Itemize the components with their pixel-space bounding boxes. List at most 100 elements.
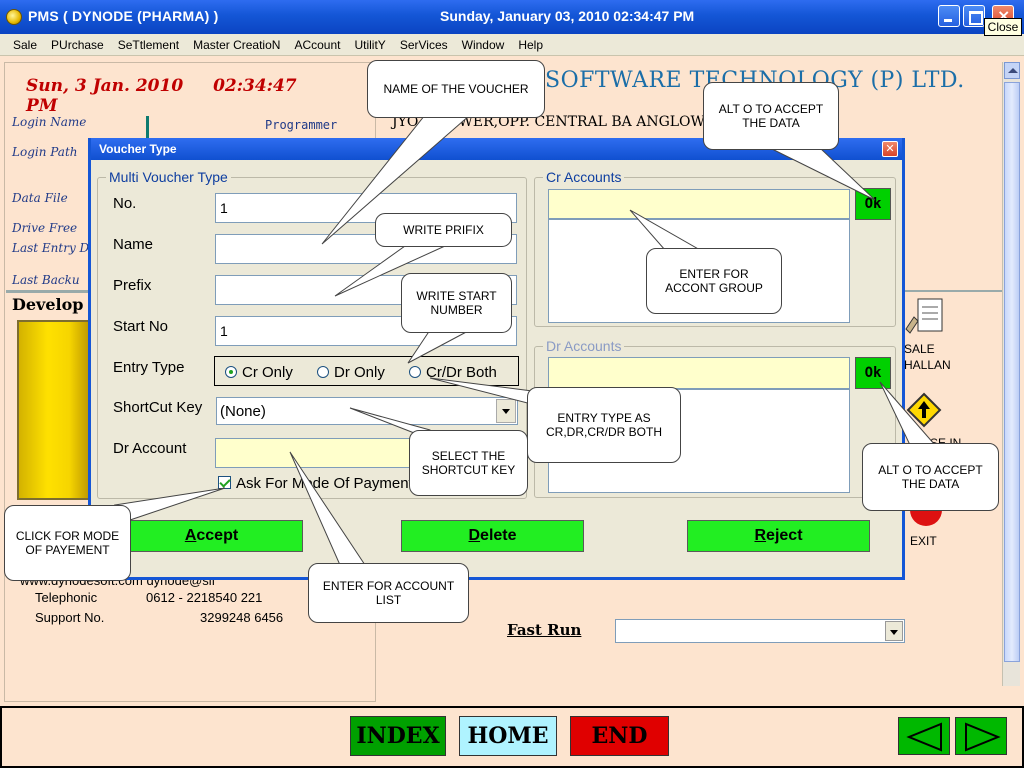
exit-label[interactable]: EXIT [910, 534, 937, 548]
login-path-label: Login Path [12, 145, 78, 159]
developer-heading: Develop [12, 295, 84, 314]
fast-run-select[interactable] [615, 619, 905, 643]
shortcut-key-select[interactable]: (None) [216, 397, 518, 425]
radio-dr-only[interactable]: Dr Only [317, 364, 385, 381]
maximize-button[interactable] [963, 5, 985, 27]
login-name-label: Login Name [12, 115, 87, 129]
menu-master-creation[interactable]: Master CreatioN [193, 38, 281, 52]
index-button[interactable]: INDEX [350, 716, 446, 756]
no-label: No. [113, 195, 137, 212]
menu-sale[interactable]: Sale [13, 38, 38, 52]
telephonic-value: 0612 - 2218540 221 [146, 590, 263, 605]
menu-account[interactable]: ACcount [294, 38, 341, 52]
entry-type-label: Entry Type [113, 359, 185, 376]
dialog-title-bar: Voucher Type ✕ [91, 138, 902, 160]
previous-button[interactable] [898, 717, 950, 755]
sale-challan-label-2[interactable]: HALLAN [904, 358, 951, 372]
dr-account-group-field[interactable] [548, 357, 850, 389]
dialog-title: Voucher Type [99, 142, 177, 156]
radio-selected-icon [225, 366, 237, 378]
current-time: 02:34:47 PM [26, 76, 297, 116]
radio-cr-only-label: Cr Only [242, 364, 293, 381]
accept-label: ccept [196, 527, 239, 544]
reject-label: eject [766, 527, 803, 544]
cr-account-field[interactable] [548, 189, 850, 219]
scroll-thumb[interactable] [1004, 82, 1020, 662]
fast-run-label: Fast Run [507, 621, 582, 639]
delete-button[interactable]: Delete [401, 520, 584, 552]
chevron-down-icon[interactable] [885, 621, 903, 641]
app-title: PMS ( DYNODE (PHARMA) ) [28, 8, 219, 24]
radio-icon [409, 366, 421, 378]
dr-ok-button[interactable]: Ok [855, 357, 891, 389]
title-clock: Sunday, January 03, 2010 02:34:47 PM [440, 8, 695, 24]
cr-accounts-group: Cr Accounts [534, 169, 896, 327]
notepad-icon[interactable] [904, 297, 948, 337]
dialog-close-button[interactable]: ✕ [882, 141, 898, 157]
dr-accounts-legend: Dr Accounts [543, 338, 625, 354]
menu-bar: Sale PUrchase SeTtlement Master CreatioN… [0, 34, 1024, 56]
start-no-label: Start No [113, 318, 169, 335]
drive-free-label: Drive Free [12, 221, 78, 235]
purchase-sign-icon[interactable] [906, 392, 942, 428]
checkbox-checked-icon [218, 476, 231, 489]
login-name-value: Programmer [265, 118, 338, 132]
callout-alt-o-cr: ALT O TO ACCEPT THE DATA [703, 82, 839, 150]
radio-icon [317, 366, 329, 378]
last-entry-label: Last Entry D [12, 241, 90, 255]
menu-help[interactable]: Help [518, 38, 543, 52]
cr-ok-button[interactable]: Ok [855, 188, 891, 220]
ask-mode-label: Ask For Mode Of Payment [236, 475, 413, 492]
menu-services[interactable]: SerVices [399, 38, 448, 52]
callout-account-list: ENTER FOR ACCOUNT LIST [308, 563, 469, 623]
callout-prefix: WRITE PRIFIX [375, 213, 512, 247]
title-bar: PMS ( DYNODE (PHARMA) ) Sunday, January … [0, 0, 1024, 34]
company-address: JYOTI TOWER,OPP. CENTRAL BA ANGLOW ROAD,… [392, 114, 762, 130]
accept-button[interactable]: Accept [120, 520, 303, 552]
menu-utility[interactable]: UtilitY [354, 38, 386, 52]
home-button[interactable]: HOME [459, 716, 557, 756]
sale-challan-label-1[interactable]: SALE [904, 342, 935, 356]
reject-button[interactable]: Reject [687, 520, 870, 552]
minimize-button[interactable] [938, 5, 960, 27]
dr-accounts-group: Dr Accounts [534, 338, 896, 498]
shortcut-key-label: ShortCut Key [113, 399, 203, 416]
radio-cr-dr-both-label: Cr/Dr Both [426, 364, 497, 381]
radio-cr-dr-both[interactable]: Cr/Dr Both [409, 364, 497, 381]
last-backup-label: Last Backu [12, 273, 80, 287]
vertical-scrollbar[interactable] [1002, 62, 1020, 686]
ask-mode-checkbox[interactable]: Ask For Mode Of Payment [218, 475, 413, 492]
next-button[interactable] [955, 717, 1007, 755]
prefix-label: Prefix [113, 277, 152, 294]
login-name-marker [146, 116, 149, 138]
dr-account-label: Dr Account [113, 440, 187, 457]
callout-mode-of-payment: CLICK FOR MODE OF PAYEMENT [4, 505, 131, 581]
date-time-display: Sun, 3 Jan. 2010 02:34:47 PM [6, 66, 374, 116]
multi-voucher-group: Multi Voucher Type [97, 169, 527, 499]
callout-start-number: WRITE START NUMBER [401, 273, 512, 333]
reject-hotkey: R [754, 527, 767, 544]
close-tooltip: Close [984, 18, 1022, 36]
cr-accounts-legend: Cr Accounts [543, 169, 625, 185]
scroll-up-icon[interactable] [1004, 62, 1020, 79]
telephonic-label: Telephonic [35, 590, 98, 605]
shortcut-key-value: (None) [220, 403, 266, 420]
callout-alt-o-dr: ALT O TO ACCEPT THE DATA [862, 443, 999, 511]
data-file-label: Data File [12, 191, 68, 205]
arrow-right-icon [965, 722, 1001, 752]
name-label: Name [113, 236, 154, 253]
menu-settlement[interactable]: SeTtlement [117, 38, 180, 52]
current-date: Sun, 3 Jan. 2010 [26, 76, 184, 96]
end-button[interactable]: END [570, 716, 669, 756]
callout-shortcut-key: SELECT THE SHORTCUT KEY [409, 430, 528, 496]
menu-window[interactable]: Window [461, 38, 505, 52]
callout-account-group: ENTER FOR ACCONT GROUP [646, 248, 782, 314]
chevron-down-icon[interactable] [496, 399, 516, 423]
menu-purchase[interactable]: PUrchase [51, 38, 104, 52]
support-value: 3299248 6456 [200, 610, 284, 625]
developer-logo-panel [17, 320, 93, 500]
accept-hotkey: A [184, 527, 197, 544]
right-divider [900, 290, 1002, 292]
radio-cr-only[interactable]: Cr Only [225, 364, 293, 381]
